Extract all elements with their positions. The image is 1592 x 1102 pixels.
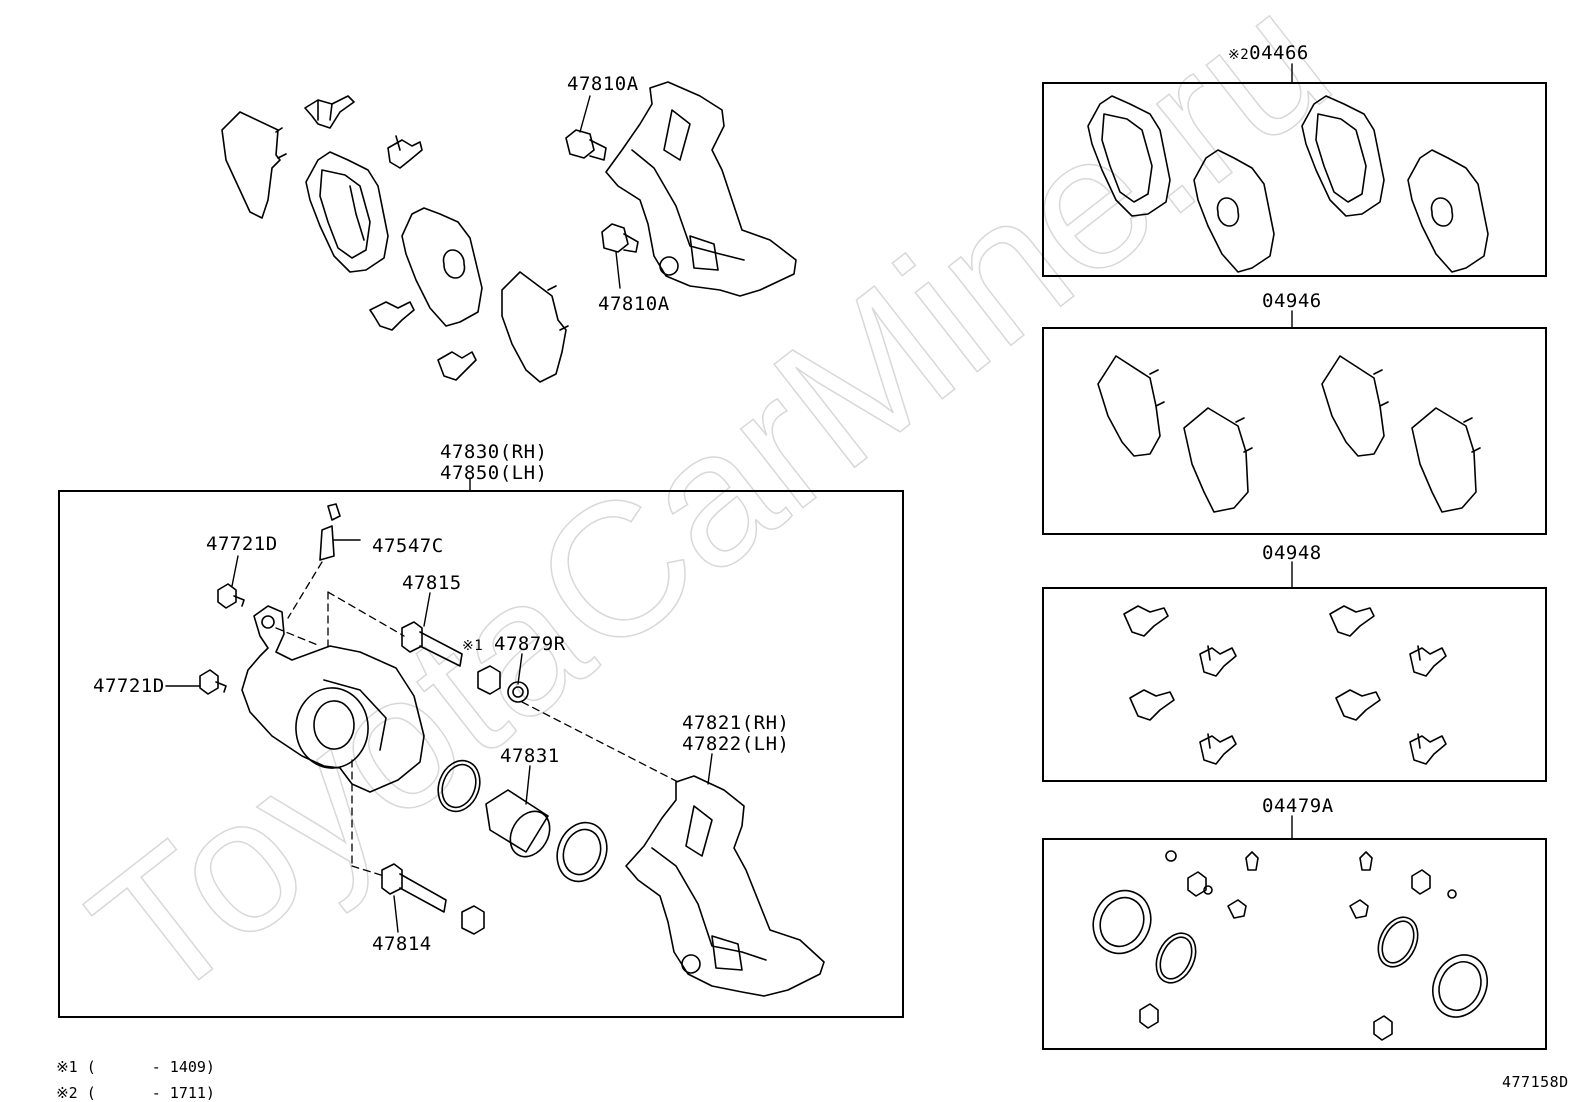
part-label-47831[interactable]: 47831 [500,745,560,767]
part-label-47721D-left[interactable]: 47721D [93,675,165,697]
footnote-1-range: - 1409) [151,1058,215,1076]
kit-04948-clips-icon [1123,605,1447,765]
footnote-2-range: - 1711) [151,1084,215,1102]
kit-label-04948[interactable]: 04948 [1262,542,1322,564]
footnote-2-mark: ※2 [56,1084,78,1102]
footnote-1-mark: ※1 [56,1058,78,1076]
footnote-mark-1: ※1 [462,638,484,654]
part-label-47879R[interactable]: 47879R [494,633,566,655]
part-label-47810A-upper[interactable]: 47810A [567,73,639,95]
top-pad-1-icon [305,151,389,273]
footnote-1-open: ( [86,1058,96,1076]
top-bolt-lower-icon [601,223,639,253]
part-label-47815[interactable]: 47815 [402,572,462,594]
caliper-body-icon [241,605,425,793]
top-shim-right-icon [501,271,569,383]
footnote-2: ※2 ( - 1711) [38,1066,215,1102]
part-label-47810A-lower[interactable]: 47810A [598,293,670,315]
kit-04946-box [1042,327,1547,535]
kit-04466-box [1042,82,1547,277]
top-clip-2-icon [387,135,423,169]
caliper-header-lh[interactable]: 47850(LH) [440,462,548,484]
piston-seal-icon [437,759,481,813]
kit-label-04946[interactable]: 04946 [1262,290,1322,312]
top-clip-3-icon [369,301,415,331]
boot-small-icon [477,665,501,695]
kit-04466-code: 04466 [1249,42,1309,64]
mounting-bracket-icon [625,775,825,997]
footnote-1: ※1 ( - 1409) [38,1040,215,1076]
bleeder-bolt-icon [217,583,245,609]
top-pad-2-icon [401,207,483,327]
top-bolt-upper-icon [565,129,607,161]
piston-icon [485,789,551,858]
bleeder-cap-icon [319,503,361,561]
kit-04948-box [1042,587,1547,782]
kit-04466-pads-icon [1087,95,1489,273]
kit-04946-shims-icon [1097,355,1481,513]
top-mounting-bracket-icon [605,81,797,297]
slide-pin-upper-icon [401,621,463,667]
dust-boot-icon [556,821,608,883]
boot-ring-icon [507,681,529,703]
leader-lines [165,63,1293,933]
slide-pin-lower-icon [381,863,447,913]
kit-04466-prefix: ※2 [1228,47,1250,63]
kit-label-04466[interactable]: ※204466 [1228,43,1309,65]
top-clip-1-icon [304,95,355,129]
part-label-47547C[interactable]: 47547C [372,535,444,557]
part-label-47721D-top[interactable]: 47721D [206,533,278,555]
kit-04479A-box [1042,838,1547,1050]
guide-lines [275,561,683,877]
caliper-header-rh[interactable]: 47830(RH) [440,441,548,463]
lower-boot-icon [461,905,485,935]
kit-04479A-seals-icon [1092,850,1488,1041]
bleeder-bolt-left-icon [199,669,227,695]
top-clip-4-icon [437,351,477,381]
part-label-47822-lh[interactable]: 47822(LH) [682,733,790,755]
diagram-id: 477158D [1502,1073,1569,1091]
caliper-assembly-box [58,490,904,1018]
footnote-2-open: ( [86,1084,96,1102]
kit-label-04479A[interactable]: 04479A [1262,795,1334,817]
top-shim-left-icon [221,111,287,219]
part-label-47814[interactable]: 47814 [372,933,432,955]
part-label-47821-rh[interactable]: 47821(RH) [682,712,790,734]
